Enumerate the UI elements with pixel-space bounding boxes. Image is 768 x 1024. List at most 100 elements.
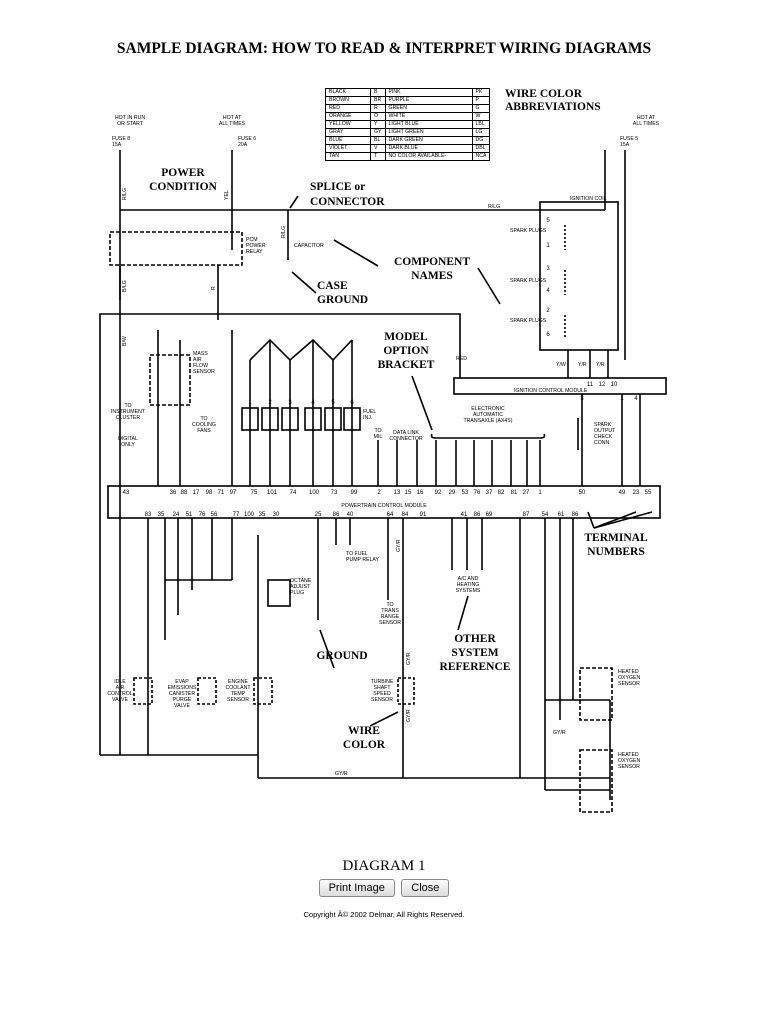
pcm-terminal-top: 97 [230, 490, 237, 496]
label-idle-4: VALVE [112, 697, 128, 703]
icm-terminal-number: 1 [620, 396, 624, 402]
callout-component-names-2: NAMES [411, 270, 453, 282]
pcm-terminal-top: 81 [511, 490, 518, 496]
coil-terminal-number: 4 [546, 288, 550, 294]
wire-label-y-r2: Y/R [596, 362, 605, 368]
pcm-terminal-top: 49 [619, 490, 626, 496]
callout-terminal-numbers-1: TERMINAL [584, 532, 648, 544]
label-ignition-coil: IGNITION COIL [570, 196, 607, 202]
injector-number: 5 [331, 400, 335, 406]
label-tss-4: SENSOR [371, 697, 393, 703]
pcm-terminal-bottom: 30 [273, 512, 280, 518]
label-spark-output-2: OUTPUT [594, 428, 616, 434]
label-fuse-5a: FUSE 5 [620, 136, 638, 142]
pcm-terminal-bottom: 61 [558, 512, 565, 518]
label-hot-all-1a: HOT AT [223, 115, 242, 121]
pcm-terminal-bottom: 76 [199, 512, 206, 518]
pcm-terminal-bottom: 86 [572, 512, 579, 518]
label-evap-5: VALVE [174, 703, 190, 709]
icm-terminal-number: 4 [634, 396, 638, 402]
pcm-terminal-bottom: 24 [173, 512, 180, 518]
pcm-terminal-top: 23 [633, 490, 640, 496]
label-fuse-5b: 15A [620, 142, 630, 148]
label-hot-run-1: HOT IN RUN [115, 115, 145, 121]
pcm-terminal-top: 92 [435, 490, 442, 496]
close-button[interactable]: Close [401, 879, 450, 897]
coil-terminal-number: 6 [546, 332, 550, 338]
pcm-terminal-top: 43 [123, 490, 130, 496]
wire-label-b-w: B/W [122, 336, 128, 346]
label-tss-3: SPEED [373, 691, 391, 697]
label-ac-3: SYSTEMS [456, 588, 481, 594]
label-spark-output-1: SPARK [594, 422, 612, 428]
page-title: SAMPLE DIAGRAM: HOW TO READ & INTERPRET … [116, 40, 652, 57]
label-hot-all-2b: ALL TIMES [633, 121, 660, 127]
pcm-terminal-bottom: 40 [347, 512, 354, 518]
pcm-terminal-top: 36 [170, 490, 177, 496]
label-octane-1: OCTANE [290, 578, 312, 584]
label-trans-range-3: RANGE [381, 614, 400, 620]
label-to-mil-2: MIL [374, 434, 383, 440]
label-maf-4: SENSOR [193, 369, 215, 375]
wire-color-heading-1: WIRE COLOR [505, 88, 583, 100]
label-evap-2: EMISSIONS [168, 685, 197, 691]
label-fuse-6b: 20A [238, 142, 248, 148]
wire-label-b-lg: B/LG [122, 280, 128, 292]
pcm-terminal-bottom: 41 [461, 512, 468, 518]
label-ho2s-1a: HEATED [618, 669, 639, 675]
label-transaxle-2: AUTOMATIC [473, 412, 503, 418]
label-data-link-1: DATA LINK [393, 430, 419, 436]
wire-label-y-r: Y/R [578, 362, 587, 368]
callout-case-ground-1: CASE [317, 280, 348, 292]
callout-power-condition-1: POWER [161, 167, 205, 179]
pcm-terminal-top: 29 [449, 490, 456, 496]
label-hot-all-2a: HOT AT [637, 115, 656, 121]
injector-number: 4 [311, 400, 315, 406]
wire-color-cell: NCA [471, 152, 491, 161]
label-tss-2: SHAFT [373, 685, 391, 691]
label-idle-3: CONTROL [107, 691, 132, 697]
label-fuse-8b: 15A [112, 142, 122, 148]
label-trans-range-1: TO [386, 602, 393, 608]
wire-label-gy-r-bottom: GY/R [335, 771, 348, 777]
label-cooling-3: FANS [197, 428, 211, 434]
callout-other-system-1: OTHER [454, 633, 496, 645]
pcm-terminal-top: 50 [579, 490, 586, 496]
pcm-terminal-bottom: 64 [387, 512, 394, 518]
callout-terminal-numbers-2: NUMBERS [587, 546, 645, 558]
pcm-terminal-top: 37 [486, 490, 493, 496]
coil-terminal-number: 1 [546, 243, 550, 249]
wire-label-r-lg-top: R/LG [488, 204, 500, 210]
pcm-terminal-top: 13 [394, 490, 401, 496]
pcm-terminal-bottom: 35 [259, 512, 266, 518]
pcm-terminal-top: 75 [251, 490, 258, 496]
pcm-terminal-top: 17 [193, 490, 200, 496]
injector-number: 2 [268, 400, 272, 406]
label-ho2s-1c: SENSOR [618, 681, 640, 687]
callout-other-system-3: REFERENCE [440, 661, 511, 673]
callout-other-system-2: SYSTEM [451, 647, 498, 659]
callout-model-option-3: BRACKET [378, 359, 435, 371]
print-image-button[interactable]: Print Image [318, 879, 395, 897]
label-ect-2: COOLANT [225, 685, 251, 691]
wire-label-r-lg2: R/LG [281, 226, 287, 238]
label-hot-all-1b: ALL TIMES [219, 121, 246, 127]
pcm-terminal-top: 16 [417, 490, 424, 496]
copyright-text: Copyright Â© 2002 Delmar, All Rights Res… [303, 910, 465, 919]
pcm-terminal-bottom: 69 [486, 512, 493, 518]
pcm-terminal-bottom: 86 [333, 512, 340, 518]
pcm-terminal-bottom: 51 [186, 512, 193, 518]
label-maf-3: FLOW [193, 363, 208, 369]
callout-wire-color-2: COLOR [343, 739, 386, 751]
label-tss-1: TURBINE [371, 679, 394, 685]
coil-terminal-number: 3 [546, 266, 550, 272]
label-pcm-relay-2: POWER [246, 243, 266, 249]
label-fuel-inj-1: FUEL [363, 409, 376, 415]
callout-component-names-1: COMPONENT [394, 256, 470, 268]
pcm-terminal-top: 2 [377, 490, 381, 496]
label-ho2s-1b: OXYGEN [618, 675, 640, 681]
wire-label-gy-r-right: GY/R [553, 730, 566, 736]
pcm-terminal-top: 55 [645, 490, 652, 496]
label-trans-range-4: SENSOR [379, 620, 401, 626]
